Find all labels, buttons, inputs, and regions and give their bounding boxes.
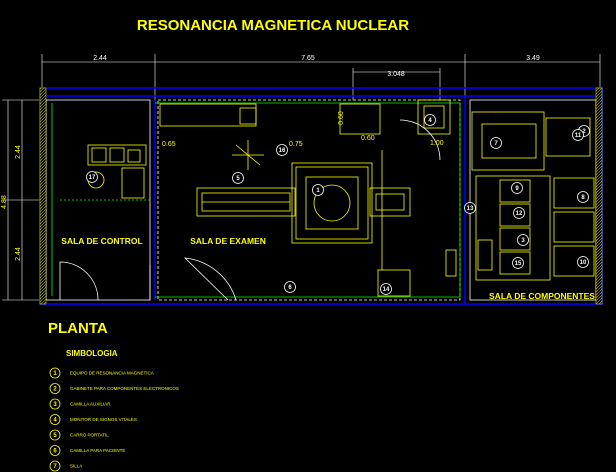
equipment-tag-8: 8	[577, 191, 589, 203]
equipment-tag-label: 2	[582, 129, 586, 135]
legend-item-number: 5	[53, 433, 57, 439]
legend-item-number: 1	[53, 371, 57, 377]
legend-item-text: GABINETE PARA COMPONENTES ELECTRONICOS	[70, 386, 179, 391]
legend-item-text: CAMILLA PARA PACIENTE	[70, 448, 125, 453]
equipment-tag-6: 6	[284, 281, 296, 293]
drawing-title: RESONANCIA MAGNETICA NUCLEAR	[137, 17, 409, 34]
walls	[39, 87, 603, 305]
dim-left-total: 4.88	[1, 195, 8, 209]
plan-heading: PLANTA	[48, 320, 108, 337]
legend-item-6: 6 CAMILLA PARA PACIENTE	[49, 445, 125, 456]
legend-item-7: 7 SILLA	[49, 460, 82, 472]
legend-item-number: 3	[53, 402, 57, 408]
equipment-tag-4: 4	[424, 114, 436, 126]
equipment-tag-label: 15	[515, 261, 522, 267]
equipment-tag-label: 12	[516, 211, 523, 217]
legend-heading: SIMBOLOGIA	[66, 349, 118, 358]
room-label-components: SALA DE COMPONENTES	[489, 291, 595, 301]
legend-item-number: 7	[53, 464, 57, 470]
equipment-tag-12: 12	[513, 207, 525, 219]
dim-inner-b: 0.60	[361, 135, 375, 142]
equipment-tag-1: 1	[312, 184, 324, 196]
equipment-tag-label: 13	[467, 206, 474, 212]
dim-inner-c: 0.75	[289, 141, 303, 148]
equipment-tag-label: 10	[580, 260, 587, 266]
dim-inner-a: 0.60	[338, 111, 345, 125]
equipment-tag-10: 10	[577, 256, 589, 268]
legend-item-4: 4 MONITOR DE SIGNOS VITALES	[49, 414, 137, 425]
legend-item-text: CAMILLA AUXILIAR	[70, 402, 111, 407]
equipment-tag-11: 11	[572, 129, 584, 141]
equipment-tag-label: 7	[494, 141, 498, 147]
equipment-tag-15: 15	[512, 257, 524, 269]
equipment-tag-label: 17	[89, 175, 96, 181]
equipment-tag-label: 6	[288, 285, 292, 291]
equipment-tag-13: 13	[464, 202, 476, 214]
legend-item-number: 4	[53, 418, 57, 424]
equipment-tag-label: 11	[575, 133, 582, 139]
mri-equipment	[159, 103, 457, 297]
equipment-tag-5: 5	[232, 172, 244, 184]
legend-item-number: 6	[53, 449, 57, 455]
dim-inner-e: 1.00	[430, 140, 444, 147]
dim-top-left: 2.44	[93, 55, 107, 62]
equipment-tag-9: 9	[511, 182, 523, 194]
dim-top-right: 3.49	[526, 55, 540, 62]
equipment-tag-17: 17	[86, 171, 98, 183]
equipment-tag-label: 9	[515, 186, 519, 192]
hatched-columns	[39, 87, 603, 305]
legend-item-text: CARRO PORTATIL	[70, 433, 109, 438]
legend-item-text: SILLA	[70, 464, 82, 469]
equipment-tag-14: 14	[380, 283, 392, 295]
legend-item-3: 3 CAMILLA AUXILIAR	[49, 398, 111, 410]
legend-item-1: 1 EQUIPO DE RESONANCIA MAGNETICA	[49, 367, 154, 379]
equipment-tag-label: 5	[236, 176, 240, 182]
equipment-tag-label: 16	[279, 148, 286, 154]
legend-list: 1 EQUIPO DE RESONANCIA MAGNETICA 2 GABINETE…	[49, 367, 179, 472]
doors	[59, 257, 237, 301]
left-dimensions	[2, 99, 42, 301]
dim-left-lower: 2.44	[15, 247, 22, 261]
component-cabinets	[471, 111, 595, 281]
legend-item-2: 2 GABINETE PARA COMPONENTES ELECTRONICOS	[49, 383, 179, 394]
equipment-tag-label: 4	[428, 118, 432, 124]
equipment-tag-label: 3	[521, 238, 525, 244]
top-dimensions	[41, 54, 601, 100]
room-label-control: SALA DE CONTROL	[61, 236, 142, 246]
dim-left-upper: 2.44	[15, 145, 22, 159]
legend-item-text: EQUIPO DE RESONANCIA MAGNETICA	[70, 371, 154, 376]
legend-item-number: 2	[53, 387, 57, 393]
equipment-tag-label: 1	[316, 188, 320, 194]
equipment-tag-3: 3	[517, 234, 529, 246]
dim-top-inner: 3.048	[387, 71, 405, 78]
control-room-furniture	[60, 144, 150, 201]
dim-top-middle: 7.65	[301, 55, 315, 62]
equipment-tag-label: 14	[383, 287, 390, 293]
legend-item-text: MONITOR DE SIGNOS VITALES	[70, 417, 137, 422]
legend-item-5: 5 CARRO PORTATIL	[49, 429, 109, 441]
dim-inner-d: 0.65	[162, 141, 176, 148]
shield-cabinet	[399, 99, 451, 161]
equipment-tag-label: 8	[581, 195, 585, 201]
equipment-tag-7: 7	[490, 137, 502, 149]
equipment-tag-16: 16	[276, 144, 288, 156]
room-label-exam: SALA DE EXAMEN	[190, 236, 266, 246]
